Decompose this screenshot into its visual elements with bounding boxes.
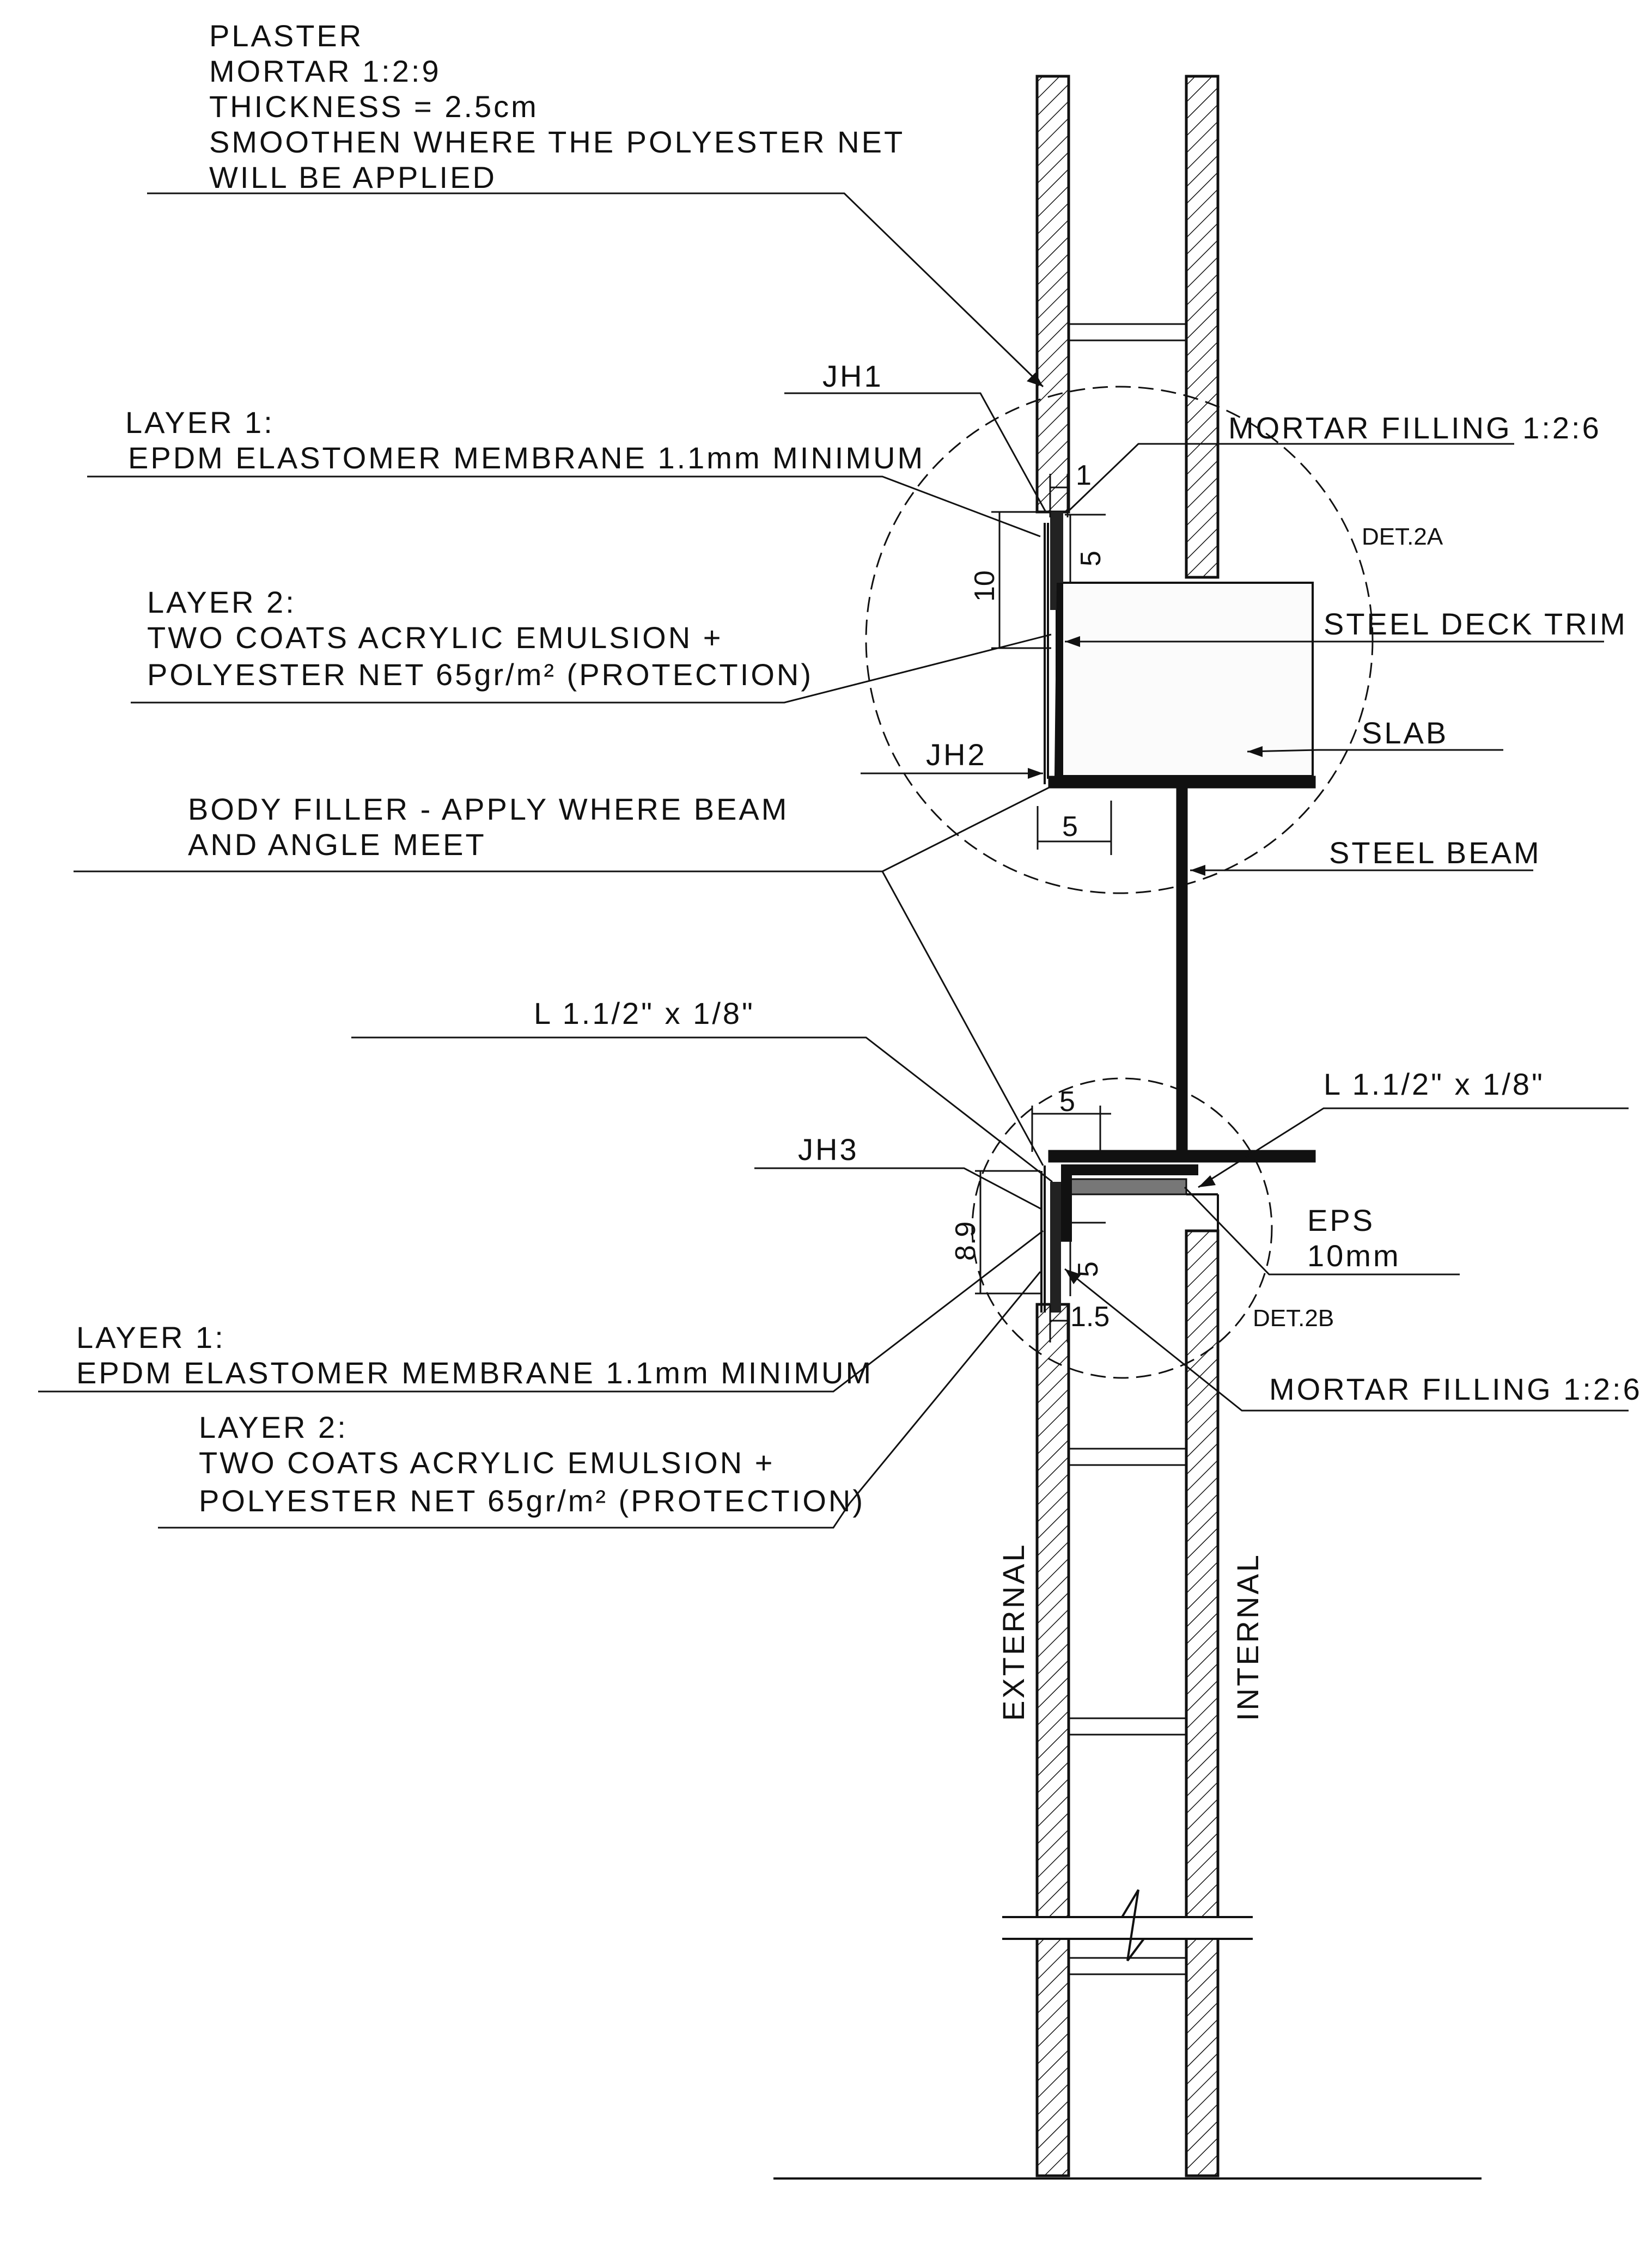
mortar-bottom-note: MORTAR FILLING 1:2:6 — [1064, 1268, 1642, 1412]
body-filler-line-1: BODY FILLER - APPLY WHERE BEAM — [188, 792, 789, 826]
layer2-top-desc-1: TWO COATS ACRYLIC EMULSION + — [147, 620, 723, 655]
slab-note: SLAB — [1247, 716, 1503, 757]
steel-deck-trim-note: STEEL DECK TRIM — [1065, 607, 1627, 647]
body-filler-note: BODY FILLER - APPLY WHERE BEAM AND ANGLE… — [74, 786, 1051, 1166]
dim-top-5: 5 — [1075, 551, 1107, 566]
jh3-text: JH3 — [798, 1132, 859, 1167]
mortar-filling-bottom — [1050, 1182, 1061, 1313]
angle-left-note: L 1.1/2" x 1/8" — [351, 996, 1053, 1183]
internal-label: INTERNAL — [1230, 1553, 1265, 1721]
layer2-top-desc-2: POLYESTER NET 65gr/m² (PROTECTION) — [147, 657, 813, 692]
layer1-top-note: LAYER 1: EPDM ELASTOMER MEMBRANE 1.1mm M… — [87, 405, 1041, 538]
plaster-line-3: THICKNESS = 2.5cm — [209, 89, 539, 124]
jh2-label: JH2 — [861, 737, 1043, 779]
lower-junction — [1040, 1164, 1219, 1313]
concrete-slab — [1056, 582, 1314, 777]
angle-right-note: L 1.1/2" x 1/8" — [1198, 1067, 1629, 1188]
plaster-line-5: WILL BE APPLIED — [209, 160, 497, 194]
plaster-line-1: PLASTER — [209, 19, 363, 53]
det2a-label: DET.2A — [1362, 523, 1443, 550]
upper-dimensions: 1 5 10 5 — [969, 460, 1112, 855]
layer2-bottom-desc-1: TWO COATS ACRYLIC EMULSION + — [199, 1445, 775, 1480]
eps-thickness: 10mm — [1307, 1238, 1401, 1273]
wall-upper — [1035, 75, 1220, 579]
jh1-label: JH1 — [784, 359, 1047, 512]
steel-beam-text: STEEL BEAM — [1329, 835, 1541, 870]
layer2-bottom-title: LAYER 2: — [199, 1410, 348, 1444]
dim-bottom-1-5: 1.5 — [1070, 1301, 1110, 1333]
plaster-note: PLASTER MORTAR 1:2:9 THICKNESS = 2.5cm S… — [147, 19, 1044, 388]
layer2-bottom-note: LAYER 2: TWO COATS ACRYLIC EMULSION + PO… — [158, 1271, 1041, 1529]
mortar-top-text: MORTAR FILLING 1:2:6 — [1228, 411, 1601, 445]
wall-lower — [773, 1229, 1482, 2180]
layer2-bottom-desc-2: POLYESTER NET 65gr/m² (PROTECTION) — [199, 1484, 865, 1518]
dim-top-10: 10 — [969, 570, 1001, 602]
det2b-label: DET.2B — [1253, 1305, 1334, 1332]
angle-section — [1061, 1164, 1198, 1242]
jh1-text: JH1 — [822, 359, 883, 393]
layer1-bottom-desc: EPDM ELASTOMER MEMBRANE 1.1mm MINIMUM — [76, 1356, 873, 1390]
plaster-line-2: MORTAR 1:2:9 — [209, 54, 441, 88]
mortar-bottom-text: MORTAR FILLING 1:2:6 — [1269, 1372, 1642, 1406]
dim-bottom-8-9: 8.9 — [950, 1222, 982, 1261]
layer2-top-note: LAYER 2: TWO COATS ACRYLIC EMULSION + PO… — [131, 585, 1052, 704]
lower-dimensions: 5 8.9 5 1.5 — [950, 1086, 1111, 1342]
dim-bottom-5-side: 5 — [1072, 1261, 1104, 1277]
eps-note: EPS 10mm — [1184, 1186, 1460, 1276]
detail-circle-2a — [865, 386, 1374, 894]
external-label: EXTERNAL — [996, 1542, 1031, 1721]
upper-junction — [1044, 512, 1063, 784]
dim-bottom-5-top: 5 — [1059, 1086, 1075, 1118]
angle-left-text: L 1.1/2" x 1/8" — [534, 996, 755, 1030]
eps-layer — [1061, 1178, 1187, 1195]
slab-text: SLAB — [1362, 716, 1448, 750]
layer1-top-title: LAYER 1: — [125, 405, 275, 440]
break-line-symbol — [1121, 1889, 1145, 1962]
layer2-top-title: LAYER 2: — [147, 585, 296, 619]
layer1-top-desc: EPDM ELASTOMER MEMBRANE 1.1mm MINIMUM — [128, 441, 925, 475]
mortar-top-note: MORTAR FILLING 1:2:6 — [1066, 411, 1601, 513]
angle-right-text: L 1.1/2" x 1/8" — [1324, 1067, 1545, 1101]
eps-title: EPS — [1307, 1203, 1375, 1237]
dim-top-1: 1 — [1076, 460, 1092, 491]
steel-beam-note: STEEL BEAM — [1190, 835, 1541, 876]
jh3-label: JH3 — [754, 1132, 1042, 1210]
jh2-text: JH2 — [926, 737, 987, 772]
layer1-bottom-note: LAYER 1: EPDM ELASTOMER MEMBRANE 1.1mm M… — [38, 1230, 1044, 1393]
body-filler-line-2: AND ANGLE MEET — [188, 827, 486, 862]
layer1-bottom-title: LAYER 1: — [76, 1320, 225, 1354]
steel-deck-trim-text: STEEL DECK TRIM — [1324, 607, 1627, 641]
dim-jh2-5: 5 — [1062, 811, 1078, 843]
steel-beam — [1048, 776, 1316, 1163]
plaster-line-4: SMOOTHEN WHERE THE POLYESTER NET — [209, 125, 905, 159]
detail-circle-2b — [971, 1077, 1273, 1379]
steel-deck-trim — [1054, 583, 1063, 776]
